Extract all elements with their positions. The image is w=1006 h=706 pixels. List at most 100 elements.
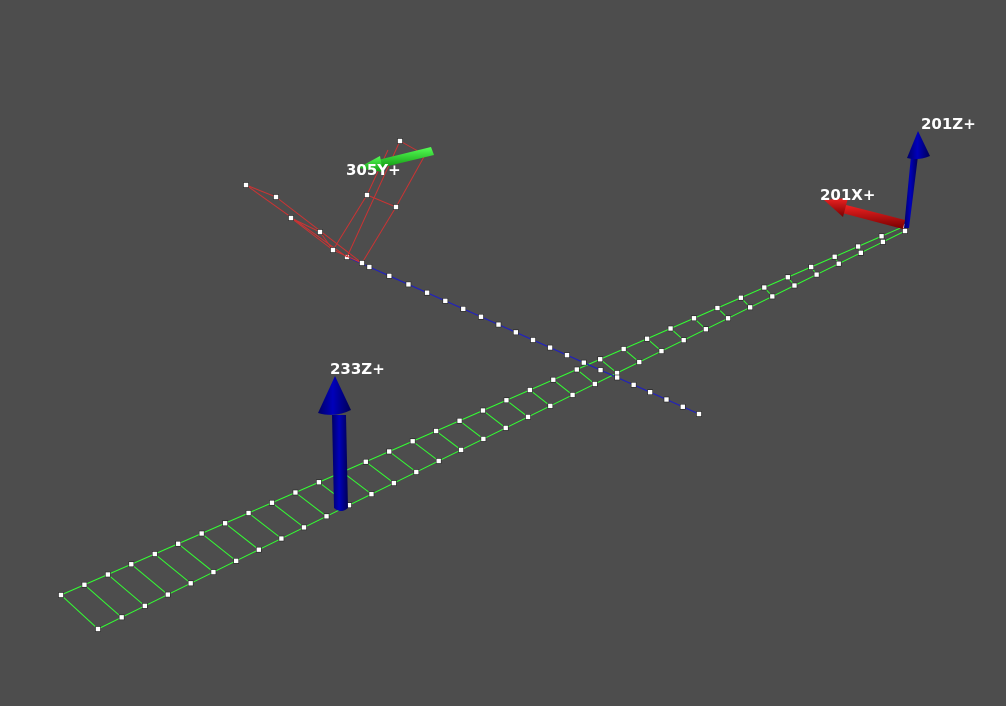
wing-node (456, 417, 463, 424)
load-arrows (318, 131, 930, 511)
fuselage-node (630, 382, 637, 388)
fuselage-node (513, 329, 519, 336)
wing-rib (201, 533, 237, 562)
fuselage-line (346, 256, 700, 415)
load-305y-arrow[interactable] (358, 147, 434, 172)
wing-node (902, 228, 908, 234)
fuselage-node (564, 352, 570, 358)
wing-rib (131, 563, 169, 595)
tail-edge (290, 217, 321, 233)
wing-rib (295, 492, 327, 517)
wing-node (142, 603, 148, 609)
wing-node (458, 447, 464, 453)
wing-rib (435, 430, 462, 451)
wing-node (368, 491, 375, 497)
wing-node (316, 479, 322, 486)
fuselage-node (647, 389, 653, 395)
load-201x-label: 201X+ (820, 186, 875, 204)
wing-node (151, 551, 158, 557)
wing-node (680, 337, 687, 343)
wing-node (245, 510, 252, 516)
tail-node (330, 247, 336, 253)
wing-node (118, 614, 125, 621)
load-201z-label: 201Z+ (921, 115, 976, 133)
fuselage-node (424, 289, 430, 296)
wing-node (323, 513, 330, 520)
wing-node (855, 243, 861, 250)
tail-node (273, 194, 279, 200)
wing-rib (248, 512, 282, 539)
load-201x-arrow[interactable] (824, 198, 905, 229)
tail-edge (290, 217, 334, 251)
tail-node (243, 182, 249, 188)
wing-node (547, 403, 554, 409)
tail-edge (332, 249, 363, 264)
wing-node (769, 293, 776, 300)
tail-node (288, 215, 294, 221)
fuselage-node (530, 337, 536, 343)
wing-node (835, 260, 842, 267)
wing-node (667, 325, 674, 332)
wing-node (386, 448, 393, 455)
wing-mesh (58, 223, 908, 632)
wing-node (878, 233, 885, 240)
wing-node (813, 271, 820, 278)
tail-edge (332, 194, 368, 251)
wing-node (210, 569, 217, 575)
wing-rib (84, 584, 122, 618)
wing-node (222, 520, 228, 527)
tail-edge (366, 149, 389, 196)
load-233z-arrow[interactable] (318, 376, 351, 511)
wing-rib (107, 574, 146, 607)
wing-node (292, 489, 299, 496)
wing-rib (482, 410, 507, 429)
fuselage-node (581, 359, 587, 366)
wing-rib (459, 420, 484, 440)
fuselage-node (679, 403, 686, 410)
wing-node (714, 305, 721, 311)
wing-node (480, 407, 486, 414)
load-233z-label: 233Z+ (330, 360, 385, 378)
fuselage-node (495, 321, 502, 328)
wing-rib (599, 358, 618, 374)
wing-node (409, 438, 416, 445)
tail-edge (395, 154, 426, 208)
tail-edge (245, 184, 277, 198)
tail-node (317, 229, 323, 235)
wing-rib (177, 543, 214, 573)
wing-rib (224, 522, 260, 551)
fuselage-node (442, 298, 449, 304)
wing-node (81, 581, 88, 588)
wing-node (269, 499, 275, 506)
wing-node (198, 530, 205, 537)
wing-node (573, 366, 580, 373)
wing-node (58, 592, 64, 598)
wing-node (808, 264, 815, 270)
wing-rib (412, 440, 439, 462)
fuselage-node (478, 313, 484, 320)
fuselage-node (663, 396, 670, 403)
wing-node (858, 249, 864, 256)
wing-node (165, 591, 171, 598)
fuselage-beam (344, 254, 702, 417)
wing-node (738, 294, 744, 301)
wing-node (784, 274, 791, 281)
tail-node (364, 192, 370, 198)
wing-rib (506, 399, 529, 418)
wing-rib (365, 461, 395, 484)
load-201z-arrow[interactable] (904, 131, 930, 228)
tail-mesh (243, 138, 426, 266)
wing-node (761, 284, 768, 291)
tail-edge (366, 194, 397, 208)
fuselage-node (366, 264, 373, 270)
wing-node (128, 561, 135, 568)
wing-node (175, 540, 182, 547)
fuselage-node (597, 367, 604, 373)
fuselage-node (547, 344, 553, 351)
wing-trailing-edge (97, 230, 906, 630)
wing-rib (576, 369, 596, 385)
fuselage-node (460, 306, 467, 312)
wing-node (725, 315, 731, 322)
wing-node (592, 381, 598, 387)
